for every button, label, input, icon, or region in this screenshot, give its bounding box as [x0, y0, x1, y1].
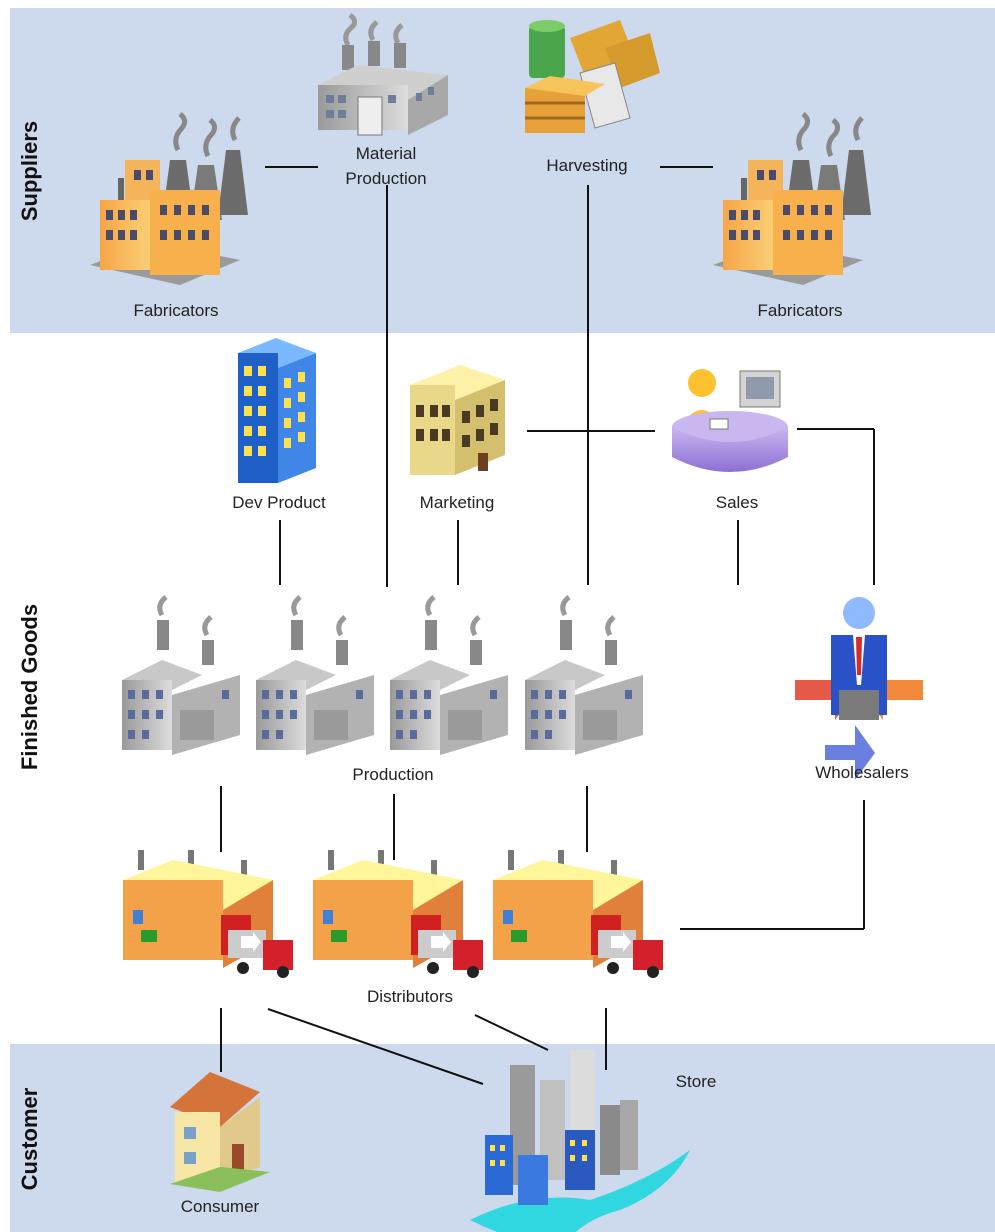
connector-distributor2-store: [474, 1014, 549, 1051]
section-label-suppliers: Suppliers: [17, 120, 42, 222]
house-icon: [170, 1072, 270, 1192]
factory-icon: [122, 595, 240, 755]
warehouse-truck-icon: [493, 850, 663, 978]
factory-icon: [390, 595, 508, 755]
label-fabricators-left: Fabricators: [133, 301, 219, 320]
label-production: Production: [352, 765, 434, 784]
connectors: [220, 166, 875, 1085]
label-store: Store: [675, 1072, 717, 1091]
factory-icon: [525, 595, 643, 755]
office-tower-icon: [238, 338, 316, 483]
label-fabricators-right: Fabricators: [757, 301, 843, 320]
raw-materials-icon: [525, 20, 660, 133]
label-material-production-line2: Production: [345, 169, 427, 188]
label-harvesting: Harvesting: [546, 156, 628, 175]
label-material-production-line1: Material: [355, 144, 417, 163]
label-marketing: Marketing: [419, 493, 495, 512]
factory-icon: [256, 595, 374, 755]
wholesaler-person-icon: [795, 597, 923, 780]
industrial-plant-icon: [318, 13, 448, 136]
warehouse-truck-icon: [313, 850, 483, 978]
section-label-finished-goods: Finished Goods: [17, 603, 42, 771]
label-wholesalers: Wholesalers: [815, 763, 909, 782]
sales-desk-icon: [672, 369, 788, 472]
city-skyline-icon: [470, 1050, 690, 1232]
factory-complex-icon: [90, 112, 248, 285]
office-building-icon: [410, 365, 505, 475]
label-dev-product: Dev Product: [232, 493, 326, 512]
label-distributors: Distributors: [367, 987, 453, 1006]
label-sales: Sales: [715, 493, 759, 512]
label-consumer: Consumer: [180, 1197, 260, 1216]
warehouse-truck-icon: [123, 850, 293, 978]
section-label-customer: Customer: [17, 1087, 42, 1191]
factory-complex-icon: [713, 112, 871, 285]
connector-distributor1-store: [267, 1008, 484, 1085]
